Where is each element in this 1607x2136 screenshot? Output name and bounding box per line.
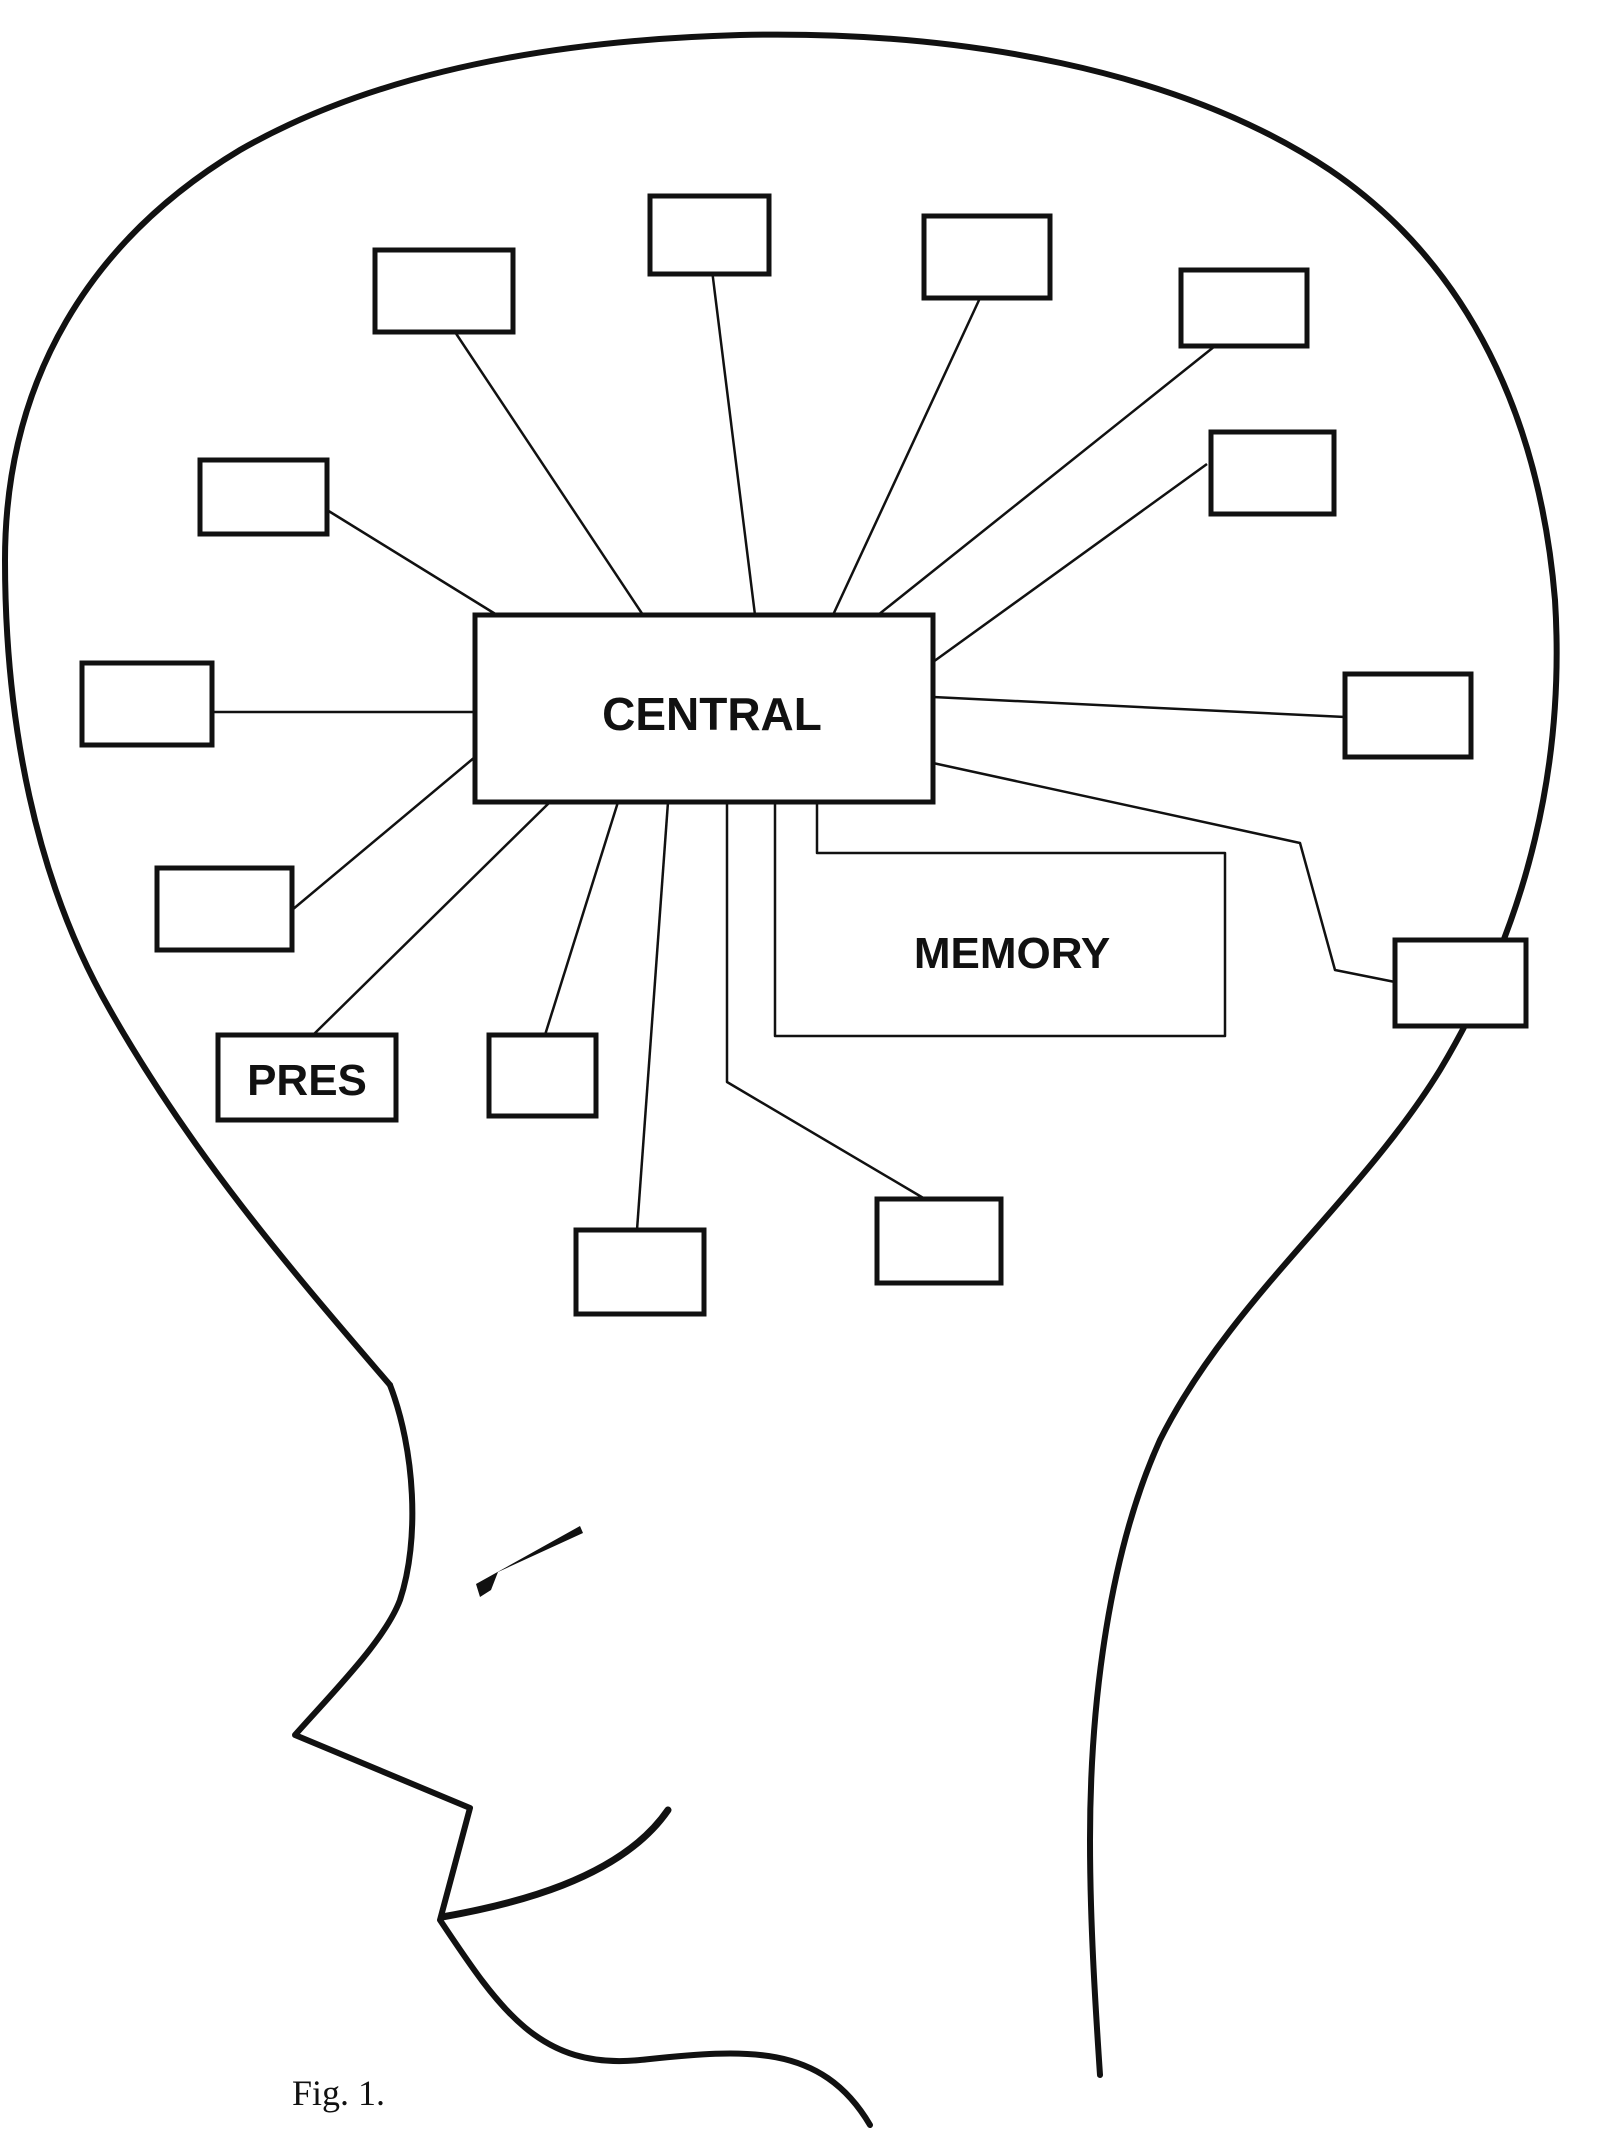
link-pres [312,801,551,1036]
link-right-upper [932,462,1208,664]
empty-box [197,457,330,537]
empty-box [1342,671,1474,760]
connector-lines [212,269,1396,1231]
link-bottom-3 [725,802,926,1201]
head-outline [2,31,1560,2078]
central-box-frame [472,612,936,805]
link-top-1 [453,331,645,616]
link-bottom-2 [635,801,670,1231]
link-right [932,695,1346,719]
empty-box [1208,429,1337,517]
mouth-line [438,1806,672,1921]
link-top-3 [831,297,982,616]
pres-box: PRES [215,1032,399,1123]
empty-box [154,865,295,953]
link-left-lower [291,756,476,911]
empty-box [79,660,215,748]
figure-caption: Fig. 1. [292,2073,385,2113]
central-box: CENTRAL [472,612,936,805]
link-top-4 [877,345,1216,616]
central-label: CENTRAL [602,688,822,740]
eye-mark [476,1526,583,1597]
empty-box [573,1227,707,1317]
link-memory-1 [773,802,1227,1038]
face-profile [292,1382,873,2128]
empty-box [486,1032,599,1119]
empty-box [647,193,772,277]
empty-box [372,247,516,335]
empty-box [921,213,1053,301]
pres-box-frame [215,1032,399,1123]
memory-block: MEMORY [914,929,1110,978]
link-top-2 [710,269,757,616]
link-right-lower [932,761,1396,984]
pres-label: PRES [247,1056,367,1105]
empty-box [1392,937,1529,1029]
link-left-upper [326,508,498,617]
memory-label: MEMORY [914,929,1110,978]
peripheral-boxes [79,193,1529,1317]
empty-box [874,1196,1004,1286]
empty-box [1178,267,1310,349]
link-bottom-1 [543,801,620,1036]
